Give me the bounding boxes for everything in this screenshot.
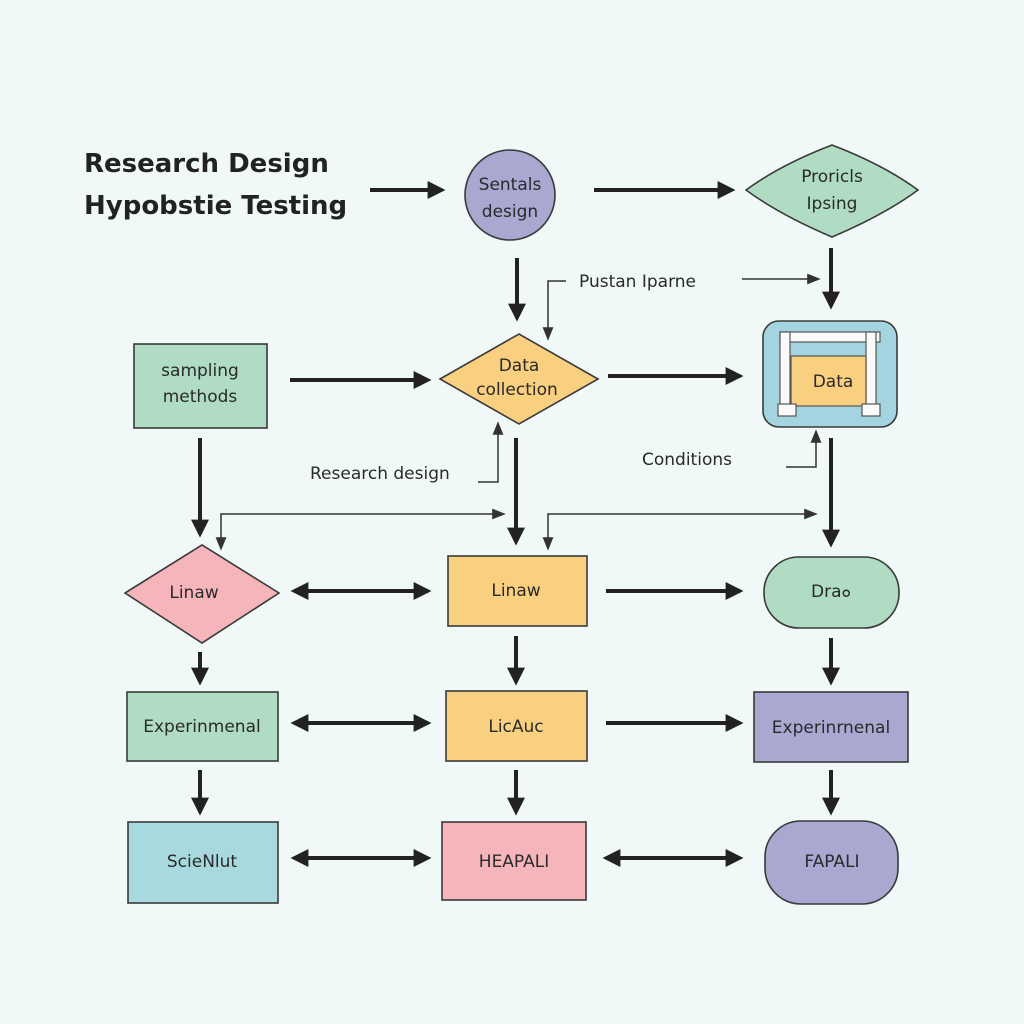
edge-label-conditions: Conditions — [642, 450, 732, 470]
node-fapali[interactable]: FAPALI — [764, 820, 899, 905]
node-label-line-2: design — [482, 202, 538, 222]
node-label: Linaw — [169, 583, 218, 603]
node-label: Experinmenal — [143, 717, 260, 737]
node-label-line-1: Data — [499, 356, 540, 376]
node-label: Data — [813, 372, 854, 392]
edge-label-research-design: Research design — [310, 464, 450, 484]
node-prorids-ipsing[interactable]: Proricls Ipsing — [744, 144, 920, 238]
connectors — [191, 181, 840, 867]
node-heapali[interactable]: HEAPALI — [441, 821, 587, 901]
data-panel — [790, 355, 867, 407]
node-label: LicAuc — [488, 717, 543, 737]
node-label: ScieNlut — [167, 852, 238, 872]
node-label-line-1: Sentals — [479, 175, 542, 195]
node-label: FAPALI — [804, 852, 859, 872]
thin-arrow-cross-right — [542, 508, 818, 551]
rect-shape — [441, 821, 587, 901]
rect-shape — [126, 691, 279, 762]
node-data-collection[interactable]: Data collection — [438, 333, 600, 425]
node-sampling-methods[interactable]: sampling methods — [133, 343, 268, 429]
rounded-shape — [763, 556, 900, 629]
edge-label-pustan-iparne: Pustan Iparne — [579, 272, 696, 292]
rect-shape — [445, 690, 588, 762]
frame-foot-left — [777, 403, 797, 417]
rect-shape — [753, 691, 909, 763]
thin-arrow-pustan-to-datacollection — [542, 280, 566, 341]
rounded-shape — [764, 820, 899, 905]
node-label-line-1: Proricls — [801, 167, 863, 187]
frame-right-post — [865, 331, 877, 413]
diamond-shape — [123, 544, 281, 644]
thin-arrow-research-design — [478, 421, 504, 483]
rect-shape — [133, 343, 268, 429]
circle-shape — [464, 149, 556, 241]
diagram-title: Research Design Hypobstie Testing — [84, 149, 347, 221]
node-licauc[interactable]: LicAuc — [445, 690, 588, 762]
node-label-line-2: Ipsing — [807, 194, 858, 214]
diamond-shape — [744, 144, 920, 238]
title-line-1: Research Design — [84, 149, 329, 179]
node-label: Linaw — [491, 581, 540, 601]
frame-left-post — [779, 331, 791, 413]
node-serials-design[interactable]: Sentals design — [464, 149, 556, 241]
node-label: HEAPALI — [479, 852, 549, 872]
frame-top-bar — [779, 331, 881, 343]
node-linaw-box[interactable]: Linaw — [447, 555, 588, 627]
node-drauv[interactable]: Draܘ — [763, 556, 900, 629]
node-label-line-1: sampling — [161, 361, 239, 381]
node-label: Experinrnenal — [772, 718, 890, 738]
thin-arrow-cross-left — [215, 508, 506, 551]
node-label-line-2: collection — [476, 380, 558, 400]
rect-shape — [447, 555, 588, 627]
thin-arrow-conditions — [786, 429, 822, 468]
diamond-shape — [438, 333, 600, 425]
thin-connectors — [215, 273, 822, 551]
node-experimental-right[interactable]: Experinrnenal — [753, 691, 909, 763]
node-linaw-diamond[interactable]: Linaw — [123, 544, 281, 644]
node-data-store[interactable]: Data — [762, 320, 898, 428]
frame-foot-right — [861, 403, 881, 417]
rect-shape — [127, 821, 279, 904]
title-line-2: Hypobstie Testing — [84, 191, 347, 221]
node-label: Draܘ — [811, 582, 851, 602]
node-experimental-left[interactable]: Experinmenal — [126, 691, 279, 762]
node-label-line-2: methods — [163, 387, 238, 407]
node-scieniut[interactable]: ScieNlut — [127, 821, 279, 904]
